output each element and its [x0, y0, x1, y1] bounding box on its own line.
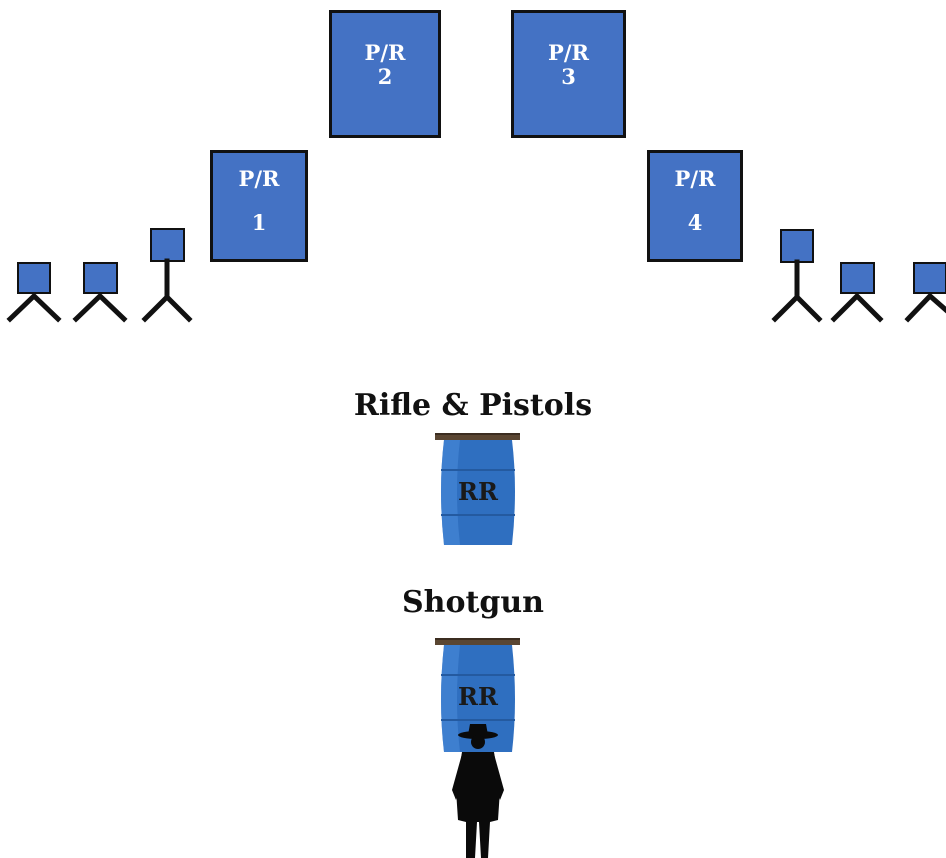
barrel-shotgun: RR	[435, 638, 520, 752]
knockdown-target	[904, 262, 946, 323]
barrel-logo: RR	[458, 477, 499, 506]
target-pr-4: P/R 4	[647, 150, 743, 262]
target-label: P/R	[548, 40, 589, 65]
knockdown-target	[830, 262, 884, 323]
target-pr-2: P/R 2	[329, 10, 441, 138]
target-label: P/R	[364, 40, 406, 65]
knockdown-target	[771, 229, 823, 323]
target-number: 1	[251, 210, 267, 236]
knockdown-target	[72, 262, 128, 323]
target-number: 2	[377, 64, 393, 90]
cowboy-silhouette-icon	[452, 724, 504, 858]
station-label-shotgun: Shotgun	[402, 585, 544, 620]
target-number: 4	[687, 210, 703, 236]
target-pr-3: P/R 3	[511, 10, 626, 138]
station-label-rifle-pistols: Rifle & Pistols	[353, 388, 593, 423]
barrel-logo: RR	[458, 682, 499, 711]
target-pr-1: P/R 1	[210, 150, 308, 262]
barrel-rifle-pistols: RR	[435, 433, 520, 545]
knockdown-target	[6, 262, 62, 323]
target-label: P/R	[674, 166, 716, 191]
right-knockdown-targets	[771, 229, 946, 323]
target-number: 3	[561, 64, 576, 90]
target-label: P/R	[238, 166, 280, 191]
left-knockdown-targets	[6, 228, 193, 323]
knockdown-target	[141, 228, 193, 323]
